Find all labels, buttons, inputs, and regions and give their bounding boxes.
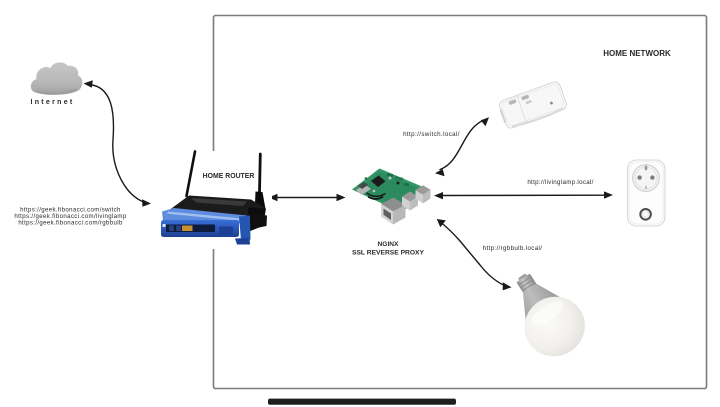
- svg-text:http://rgbbulb.local/: http://rgbbulb.local/: [483, 245, 543, 252]
- svg-text:NGINX: NGINX: [378, 241, 399, 248]
- svg-text:https://geek.fibonacci.com/rgb: https://geek.fibonacci.com/rgbbulb: [18, 219, 123, 226]
- svg-text:https://geek.fibonacci.com/swi: https://geek.fibonacci.com/switch: [20, 206, 121, 213]
- svg-text:Internet: Internet: [30, 99, 74, 106]
- svg-text:https://geek.fibonacci.com/liv: https://geek.fibonacci.com/livinglamp: [14, 213, 126, 220]
- svg-text:SSL REVERSE PROXY: SSL REVERSE PROXY: [352, 249, 425, 256]
- svg-text:HOME ROUTER: HOME ROUTER: [203, 173, 255, 180]
- svg-text:http://switch.local/: http://switch.local/: [403, 131, 460, 138]
- svg-text:HOME NETWORK: HOME NETWORK: [603, 49, 671, 58]
- svg-text:http://livinglamp.local/: http://livinglamp.local/: [527, 179, 593, 186]
